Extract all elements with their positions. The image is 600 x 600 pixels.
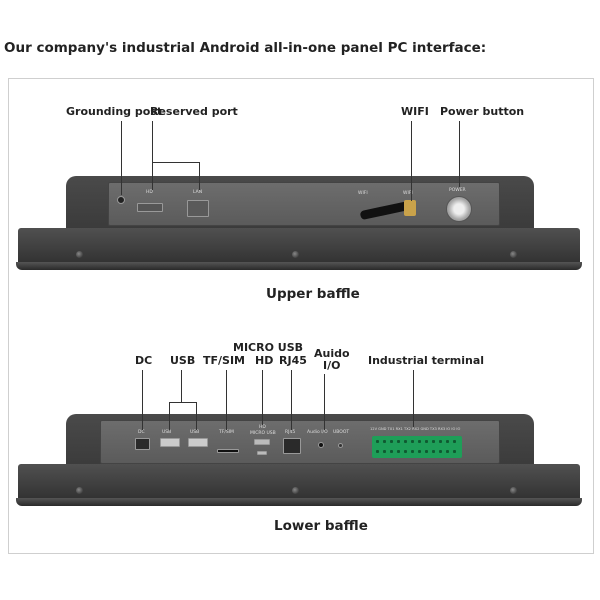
device-bezel	[18, 228, 580, 266]
silk-microusb: MICRO USB	[250, 431, 276, 436]
label-usb: USB	[170, 354, 196, 367]
leader-line	[291, 370, 292, 430]
terminal-pin-icon	[383, 450, 386, 453]
grounding-post-icon	[117, 196, 125, 204]
silk-usb-1: USB	[162, 430, 172, 435]
leader-line	[226, 370, 227, 430]
silk-uboot: UBOOT	[333, 430, 350, 435]
label-industrial-terminal: Industrial terminal	[368, 354, 485, 367]
terminal-pin-icon	[404, 450, 407, 453]
industrial-terminal-block-icon	[372, 436, 462, 458]
silk-dc: DC	[138, 430, 145, 435]
dc-jack-icon	[135, 438, 150, 450]
leader-line	[142, 370, 143, 430]
terminal-pin-icon	[411, 450, 414, 453]
terminal-pin-icon	[439, 450, 442, 453]
terminal-pin-icon	[418, 440, 421, 443]
usb-port-icon	[188, 438, 208, 447]
terminal-pin-icon	[439, 440, 442, 443]
tf-sim-slot-icon	[217, 449, 239, 453]
label-micro-usb: MICRO USB	[233, 341, 304, 354]
terminal-pin-icon	[390, 440, 393, 443]
leader-line	[199, 162, 200, 190]
terminal-pin-icon	[446, 450, 449, 453]
leader-line	[152, 162, 153, 190]
terminal-pin-icon	[376, 440, 379, 443]
screw-icon	[510, 251, 517, 258]
screw-icon	[292, 251, 299, 258]
device-bezel-lip	[16, 262, 582, 270]
terminal-pin-icon	[397, 450, 400, 453]
silk-audio: Audio I/O	[307, 430, 328, 435]
silk-lan: LAN	[193, 190, 203, 195]
terminal-pin-icon	[453, 440, 456, 443]
rj45-port-icon	[283, 438, 301, 454]
label-reserved-port: Reserved port	[150, 105, 238, 118]
hd-port-icon	[254, 439, 270, 445]
label-power-button: Power button	[440, 105, 525, 118]
label-dc: DC	[135, 354, 153, 367]
leader-line	[152, 162, 200, 163]
terminal-pin-icon	[432, 450, 435, 453]
terminal-pin-icon	[411, 440, 414, 443]
silk-wifi-1: WIFI	[358, 191, 368, 196]
caption-lower-baffle: Lower baffle	[274, 518, 368, 534]
leader-line	[181, 370, 182, 403]
label-hd: HD	[255, 354, 274, 367]
terminal-pin-icon	[404, 440, 407, 443]
leader-line	[324, 374, 325, 430]
leader-line	[152, 121, 153, 163]
power-button-icon	[446, 196, 472, 222]
upper-io-panel	[108, 182, 500, 226]
uboot-button-icon	[338, 443, 343, 448]
screw-icon	[76, 487, 83, 494]
label-tf-sim: TF/SIM	[203, 354, 245, 367]
leader-line	[169, 402, 170, 430]
terminal-pin-icon	[453, 450, 456, 453]
label-audio-io: Auido I/O	[314, 347, 350, 372]
terminal-pin-icon	[397, 440, 400, 443]
reserved-hd-port-icon	[137, 203, 163, 212]
silk-hd: HD	[146, 190, 153, 195]
leader-line	[413, 370, 414, 427]
silk-usb-2: USB	[190, 430, 200, 435]
leader-line	[196, 402, 197, 430]
usb-port-icon	[160, 438, 180, 447]
audio-jack-icon	[318, 442, 324, 448]
silk-rj45: RJ45	[285, 430, 296, 435]
caption-upper-baffle: Upper baffle	[266, 286, 360, 302]
terminal-pin-icon	[383, 440, 386, 443]
micro-usb-port-icon	[257, 451, 267, 455]
leader-line	[459, 121, 460, 187]
terminal-pin-icon	[376, 450, 379, 453]
terminal-pin-icon	[390, 450, 393, 453]
leader-line	[169, 402, 196, 403]
terminal-pin-icon	[425, 450, 428, 453]
leader-line	[411, 121, 412, 201]
silk-hd-lower: HD	[259, 425, 266, 430]
device-bezel	[18, 464, 580, 502]
screw-icon	[292, 487, 299, 494]
label-rj45: RJ45	[279, 354, 307, 367]
label-wifi: WIFI	[401, 105, 429, 118]
label-grounding-post: Grounding post	[66, 105, 163, 118]
reserved-lan-port-icon	[187, 200, 209, 217]
headline: Our company's industrial Android all-in-…	[4, 40, 487, 56]
screw-icon	[76, 251, 83, 258]
terminal-pin-icon	[418, 450, 421, 453]
leader-line	[121, 121, 122, 195]
leader-line	[262, 370, 263, 425]
terminal-pin-icon	[432, 440, 435, 443]
terminal-pin-icon	[446, 440, 449, 443]
silk-power: POWER	[449, 188, 466, 193]
terminal-pin-icon	[425, 440, 428, 443]
silk-wifi-2: WIFI	[403, 191, 413, 196]
silk-tfsim: TF/SIM	[219, 430, 234, 435]
screw-icon	[510, 487, 517, 494]
device-bezel-lip	[16, 498, 582, 506]
antenna-connector-icon	[404, 200, 416, 216]
silk-terminal-pins: 12V GND TX1 RX1 TX2 RX2 GND TX3 RX3 IO I…	[370, 427, 461, 431]
